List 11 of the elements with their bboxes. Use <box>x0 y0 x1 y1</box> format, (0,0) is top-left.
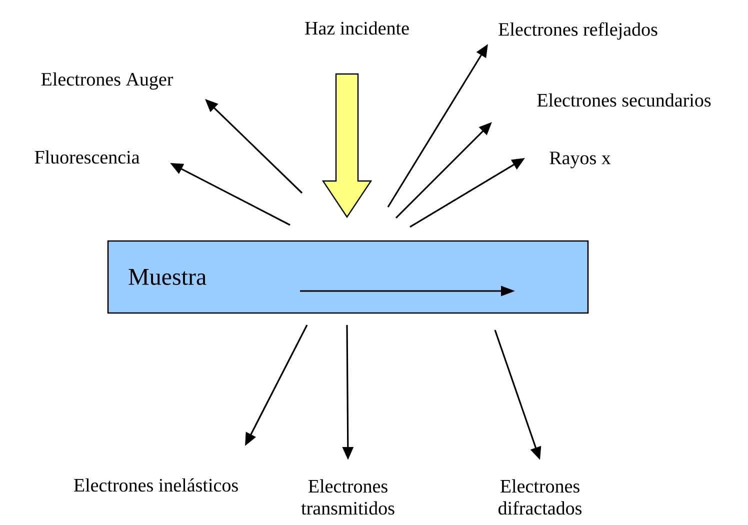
label-text: Electrones transmitidos <box>301 479 394 515</box>
sample-box: Muestra <box>107 240 589 314</box>
label-text: Electrones reflejados <box>498 22 658 40</box>
label-text: Electrones Auger <box>41 72 174 90</box>
label-text: Electrones secundarios <box>537 93 711 107</box>
block-arrow <box>322 73 372 218</box>
label-text: Rayos x <box>550 152 611 168</box>
label-text: Haz incidente <box>305 21 409 35</box>
label-text: Electrones inelásticos <box>74 478 238 492</box>
label-text: Fluorescencia <box>34 150 140 164</box>
label-text: Electrones difractados <box>498 479 582 515</box>
